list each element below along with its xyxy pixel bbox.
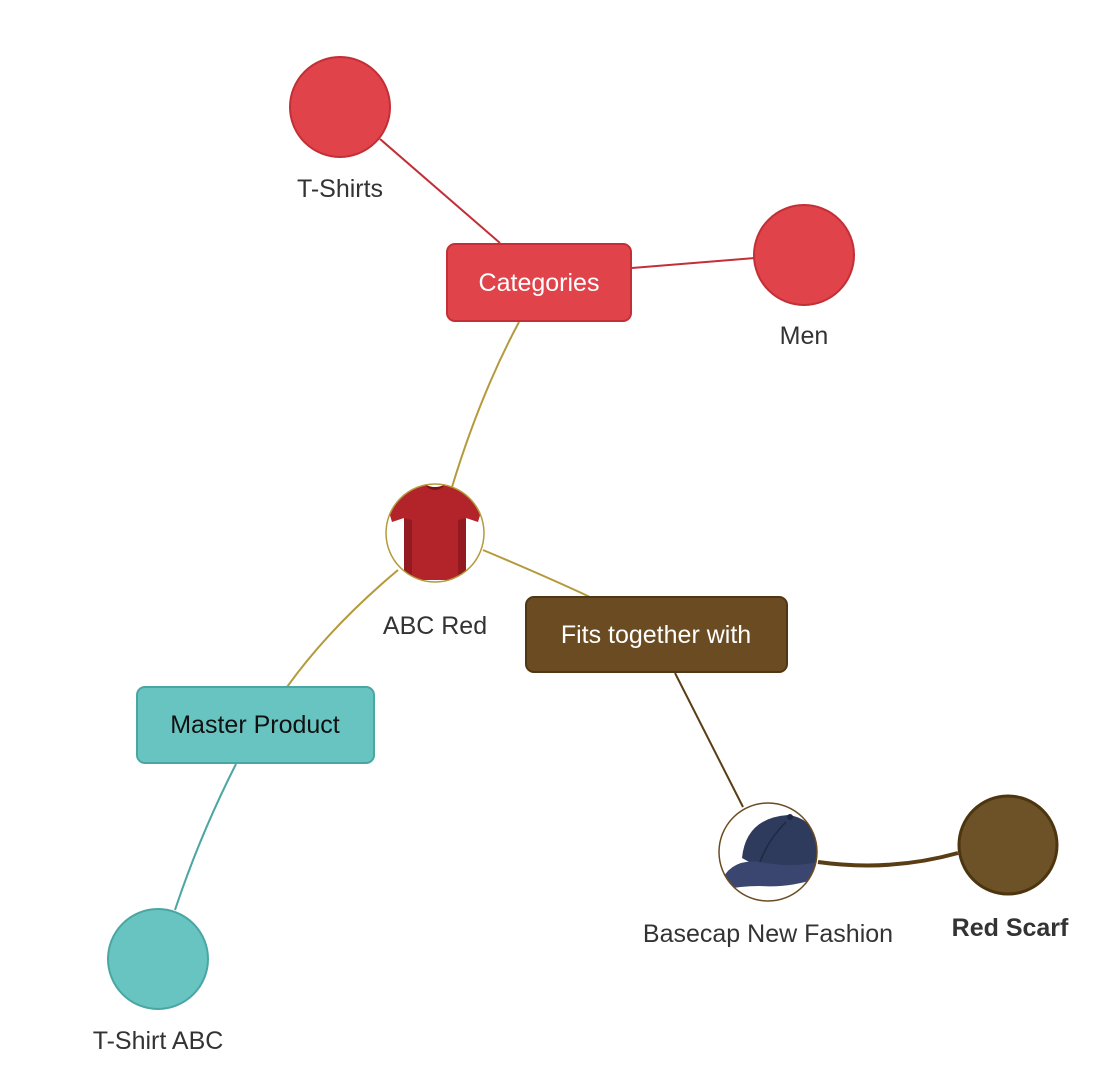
node-men-circle[interactable] [753,204,855,306]
node-tshirt-abc[interactable]: T-Shirt ABC [93,908,224,1055]
navy-cap-icon [720,814,817,890]
node-abc-red-label: ABC Red [383,612,487,640]
edge-tshirts-categories [379,138,501,244]
node-tshirts-circle[interactable] [289,56,391,158]
node-abc-red-ring[interactable] [385,483,485,583]
edge-abc-red-fits [482,549,591,598]
node-abc-red[interactable]: ABC Red [383,483,487,640]
red-tshirt-icon [386,484,484,580]
node-tshirts-label: T-Shirts [297,175,383,203]
node-tshirt-abc-label: T-Shirt ABC [93,1027,224,1055]
node-basecap-label: Basecap New Fashion [643,920,893,948]
categories-box[interactable]: Categories [446,243,632,322]
edge-fits-basecap [674,672,744,808]
master-product-box-label: Master Product [170,711,340,739]
categories-box-rect[interactable] [446,243,632,322]
edge-abc-red-master [286,569,399,688]
edge-categories-men [631,257,756,269]
node-red-scarf-circle[interactable] [957,794,1059,896]
edge-categories-abc-red [451,321,520,488]
categories-box-label: Categories [479,269,600,297]
fits-together-box[interactable]: Fits together with [525,596,788,673]
master-product-box-rect[interactable] [136,686,375,764]
master-product-box[interactable]: Master Product [136,686,375,764]
node-tshirts[interactable]: T-Shirts [289,56,391,203]
node-red-scarf[interactable]: Red Scarf [952,794,1069,942]
node-red-scarf-label: Red Scarf [952,914,1069,942]
node-basecap[interactable]: Basecap New Fashion [643,802,893,948]
node-tshirt-abc-circle[interactable] [107,908,209,1010]
edges [174,138,959,911]
edge-basecap-red-scarf [817,851,959,868]
node-men[interactable]: Men [753,204,855,350]
node-basecap-ring[interactable] [718,802,818,902]
fits-together-box-label: Fits together with [561,621,751,649]
fits-together-box-rect[interactable] [525,596,788,673]
edge-master-tshirt-abc [174,763,237,911]
node-men-label: Men [780,322,829,350]
